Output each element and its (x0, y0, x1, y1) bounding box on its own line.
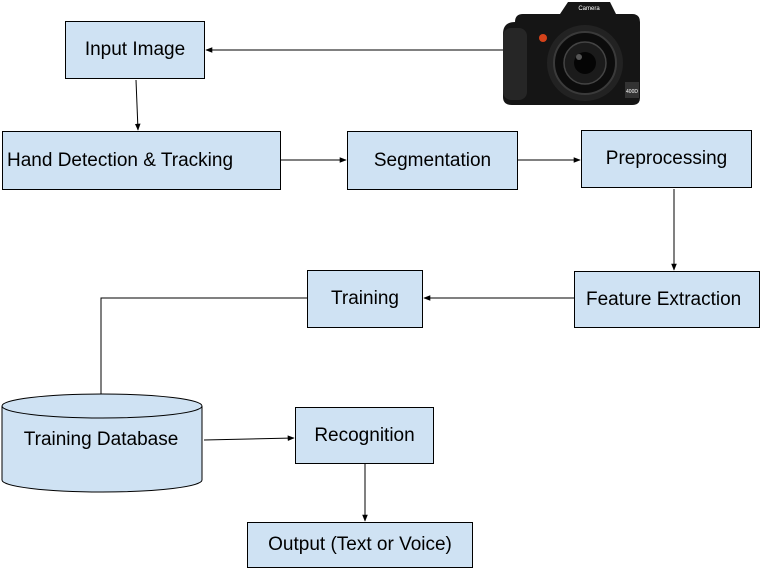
svg-text:Camera: Camera (578, 6, 600, 12)
line-training-to-database (100, 297, 307, 399)
node-label: Feature Extraction (586, 288, 742, 310)
node-feature-extraction: Feature Extraction (574, 271, 760, 328)
node-training-database: Training Database (2, 418, 200, 462)
arrow-input-to-hand (134, 79, 141, 131)
node-label: Recognition (314, 424, 415, 446)
node-input-image: Input Image (65, 21, 205, 79)
node-recognition: Recognition (295, 407, 434, 464)
node-label: Hand Detection & Tracking (7, 149, 234, 171)
node-label: Output (Text or Voice) (268, 534, 452, 555)
node-hand-detection-tracking: Hand Detection & Tracking (2, 131, 281, 190)
database-cylinder (1, 393, 203, 493)
node-preprocessing: Preprocessing (581, 130, 752, 188)
node-label: Preprocessing (605, 148, 728, 169)
node-training: Training (307, 270, 423, 328)
arrow-database-to-recognition (203, 435, 295, 441)
node-label: Training (331, 288, 399, 309)
node-label: Training Database (23, 429, 179, 450)
node-label: Input Image (84, 39, 186, 60)
camera-icon: Camera 400D (503, 2, 640, 105)
node-segmentation: Segmentation (347, 131, 518, 190)
svg-text:400D: 400D (626, 89, 638, 95)
node-output: Output (Text or Voice) (247, 522, 473, 568)
node-label: Segmentation (373, 149, 492, 171)
